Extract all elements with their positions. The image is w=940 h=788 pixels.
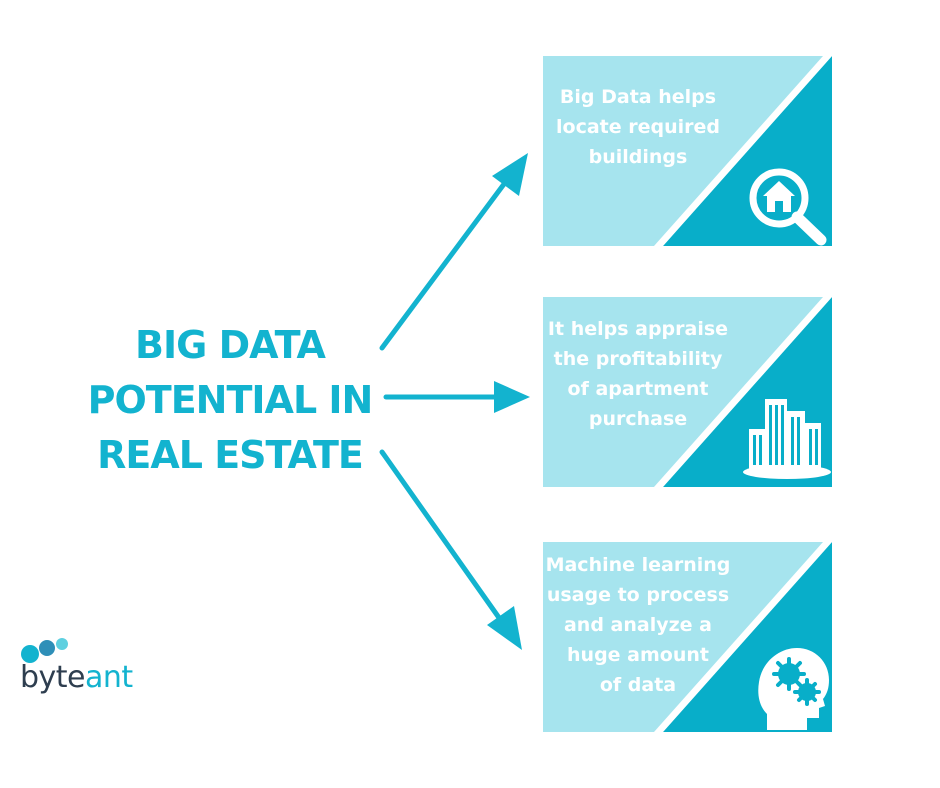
title-line-2: POTENTIAL IN [87, 378, 374, 422]
title-line-1: BIG DATA [135, 323, 326, 367]
arrow-to-card-1 [379, 153, 528, 351]
logo-text-byte: byte [20, 660, 86, 695]
card-machine-learning: Machine learning usage to process and an… [543, 542, 832, 732]
card-appraise-profitability: It helps appraise the profitability of a… [543, 297, 832, 487]
logo-dots-icon [21, 638, 68, 663]
title-line-3: REAL ESTATE [97, 433, 364, 477]
byteant-logo: byteant [20, 636, 180, 706]
house-magnifier-icon [749, 168, 827, 246]
city-buildings-icon [743, 399, 831, 479]
arrow-to-card-3 [379, 449, 522, 650]
card-locate-buildings: Big Data helps locate required buildings [543, 56, 832, 246]
card-2-text: It helps appraise the profitability of a… [547, 318, 729, 430]
logo-text-ant: ant [85, 660, 133, 695]
card-background [543, 56, 832, 246]
head-gears-icon [758, 648, 829, 730]
diagram-title: BIG DATA POTENTIAL IN REAL ESTATE [80, 318, 380, 483]
card-3-text: Machine learning usage to process and an… [545, 554, 731, 696]
logo-wordmark: byteant [20, 660, 133, 695]
arrow-to-card-2 [383, 381, 530, 413]
card-1-text: Big Data helps locate required buildings [556, 86, 720, 168]
